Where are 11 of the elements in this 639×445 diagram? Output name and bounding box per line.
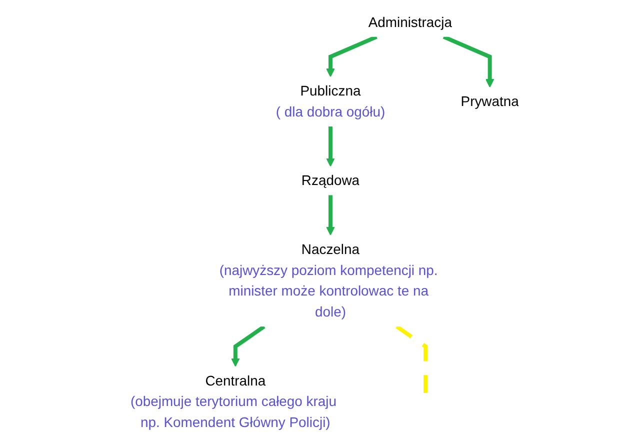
node-text: Prywatna [460,93,518,110]
arrow [326,195,334,236]
arrow [326,35,378,78]
node-text: Rządowa [301,172,360,188]
arrow [230,324,265,367]
arrow [326,126,334,167]
node-text: Centralna (obejmuje terytorium całego kraju np. Komendent Główny Policji) [130,372,336,430]
node-text: Administracja [368,14,452,30]
node-text: Naczelna (najwyższy poziom kompetencji np. minister może kontrolowac te na dole) [218,240,438,320]
arrow [442,35,494,88]
node-text: Publiczna ( dla dobra ogółu) [275,82,385,120]
